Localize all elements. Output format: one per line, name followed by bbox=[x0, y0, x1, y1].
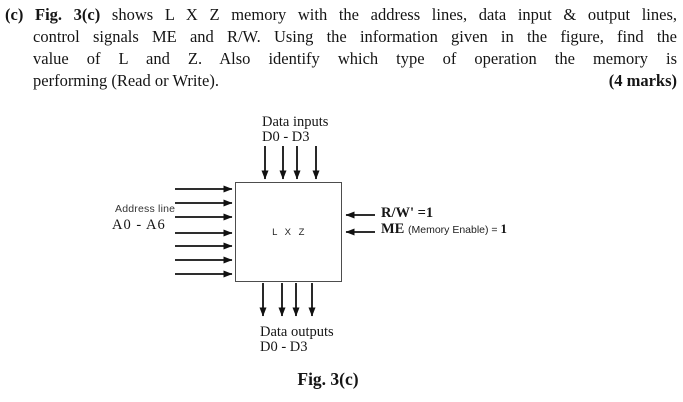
question-figure-ref: Fig. 3(c) bbox=[34, 5, 101, 24]
data-outputs-range: D0 - D3 bbox=[260, 339, 308, 355]
memory-block: L X Z bbox=[235, 182, 342, 282]
address-line-label: Address line bbox=[115, 203, 176, 215]
data-outputs-label: Data outputs D0 - D3 bbox=[260, 325, 334, 355]
question-line-2: control signals ME and R/W. Using the in… bbox=[33, 27, 677, 46]
address-line-range: A0 - A6 bbox=[112, 217, 166, 233]
question-item-label: (c) bbox=[5, 5, 24, 24]
question-line-4: performing (Read or Write). (4 marks) bbox=[33, 70, 677, 92]
figure-caption: Fig. 3(c) bbox=[297, 369, 359, 389]
data-inputs-title: Data inputs bbox=[262, 114, 329, 130]
me-label: ME bbox=[381, 221, 405, 237]
me-value: 1 bbox=[500, 221, 507, 236]
question-line-1: (c) Fig. 3(c) shows L X Z memory with th… bbox=[5, 4, 677, 26]
question-line-3: value of L and Z. Also identify which ty… bbox=[33, 49, 677, 68]
marks-badge: (4 marks) bbox=[608, 71, 677, 90]
control-signal-rw: R/W' =1 bbox=[381, 205, 434, 221]
control-signal-me: ME (Memory Enable) = 1 bbox=[381, 221, 507, 238]
data-outputs-title: Data outputs bbox=[260, 324, 334, 340]
data-inputs-label: Data inputs D0 - D3 bbox=[262, 115, 328, 145]
memory-block-label: L X Z bbox=[272, 226, 307, 238]
me-detail: (Memory Enable) = bbox=[407, 224, 501, 236]
data-inputs-range: D0 - D3 bbox=[262, 129, 310, 145]
question-line-4-text: performing (Read or Write). bbox=[33, 71, 219, 90]
question-block: (c) Fig. 3(c) shows L X Z memory with th… bbox=[5, 4, 677, 92]
question-line-1-text: shows L X Z memory with the address line… bbox=[111, 5, 678, 24]
